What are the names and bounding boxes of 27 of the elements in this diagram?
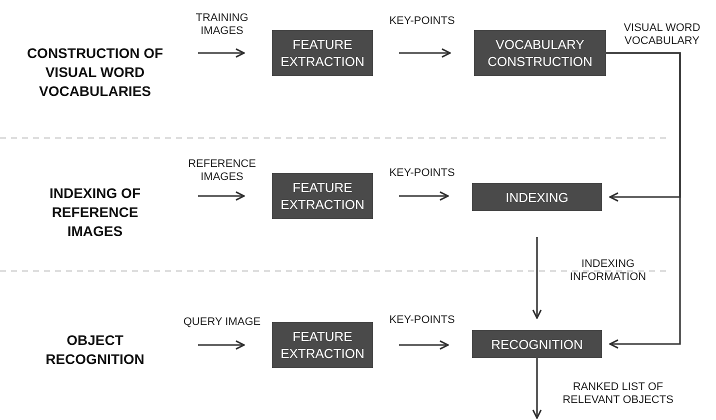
edge-label: REFERENCE IMAGES bbox=[187, 158, 257, 184]
process-box: INDEXING bbox=[472, 183, 602, 211]
arrow bbox=[399, 340, 449, 350]
process-box: FEATURE EXTRACTION bbox=[272, 173, 373, 219]
edge-label: KEY-POINTS bbox=[388, 15, 456, 28]
edge-label: KEY-POINTS bbox=[388, 167, 456, 180]
arrow bbox=[399, 48, 451, 58]
arrow bbox=[399, 191, 449, 201]
arrow bbox=[198, 191, 245, 201]
edge-label: KEY-POINTS bbox=[388, 314, 456, 327]
edge-label: INDEXING INFORMATION bbox=[568, 258, 648, 284]
row-heading: CONSTRUCTION OF VISUAL WORD VOCABULARIES bbox=[26, 44, 164, 101]
row-heading: OBJECT RECOGNITION bbox=[44, 331, 146, 369]
arrow bbox=[532, 237, 542, 319]
row-heading: INDEXING OF REFERENCE IMAGES bbox=[48, 184, 142, 241]
arrow bbox=[198, 340, 245, 350]
process-box: FEATURE EXTRACTION bbox=[272, 30, 373, 76]
process-box: VOCABULARY CONSTRUCTION bbox=[474, 30, 606, 76]
edge-label: QUERY IMAGE bbox=[182, 316, 262, 329]
edge-label: RANKED LIST OF RELEVANT OBJECTS bbox=[562, 381, 674, 407]
arrow bbox=[606, 52, 681, 349]
process-box: FEATURE EXTRACTION bbox=[272, 322, 373, 368]
process-box: RECOGNITION bbox=[472, 330, 602, 358]
edge-label: TRAINING IMAGES bbox=[194, 12, 250, 38]
edge-label: VISUAL WORD VOCABULARY bbox=[622, 22, 702, 48]
arrow bbox=[532, 358, 542, 419]
arrow bbox=[198, 48, 245, 58]
